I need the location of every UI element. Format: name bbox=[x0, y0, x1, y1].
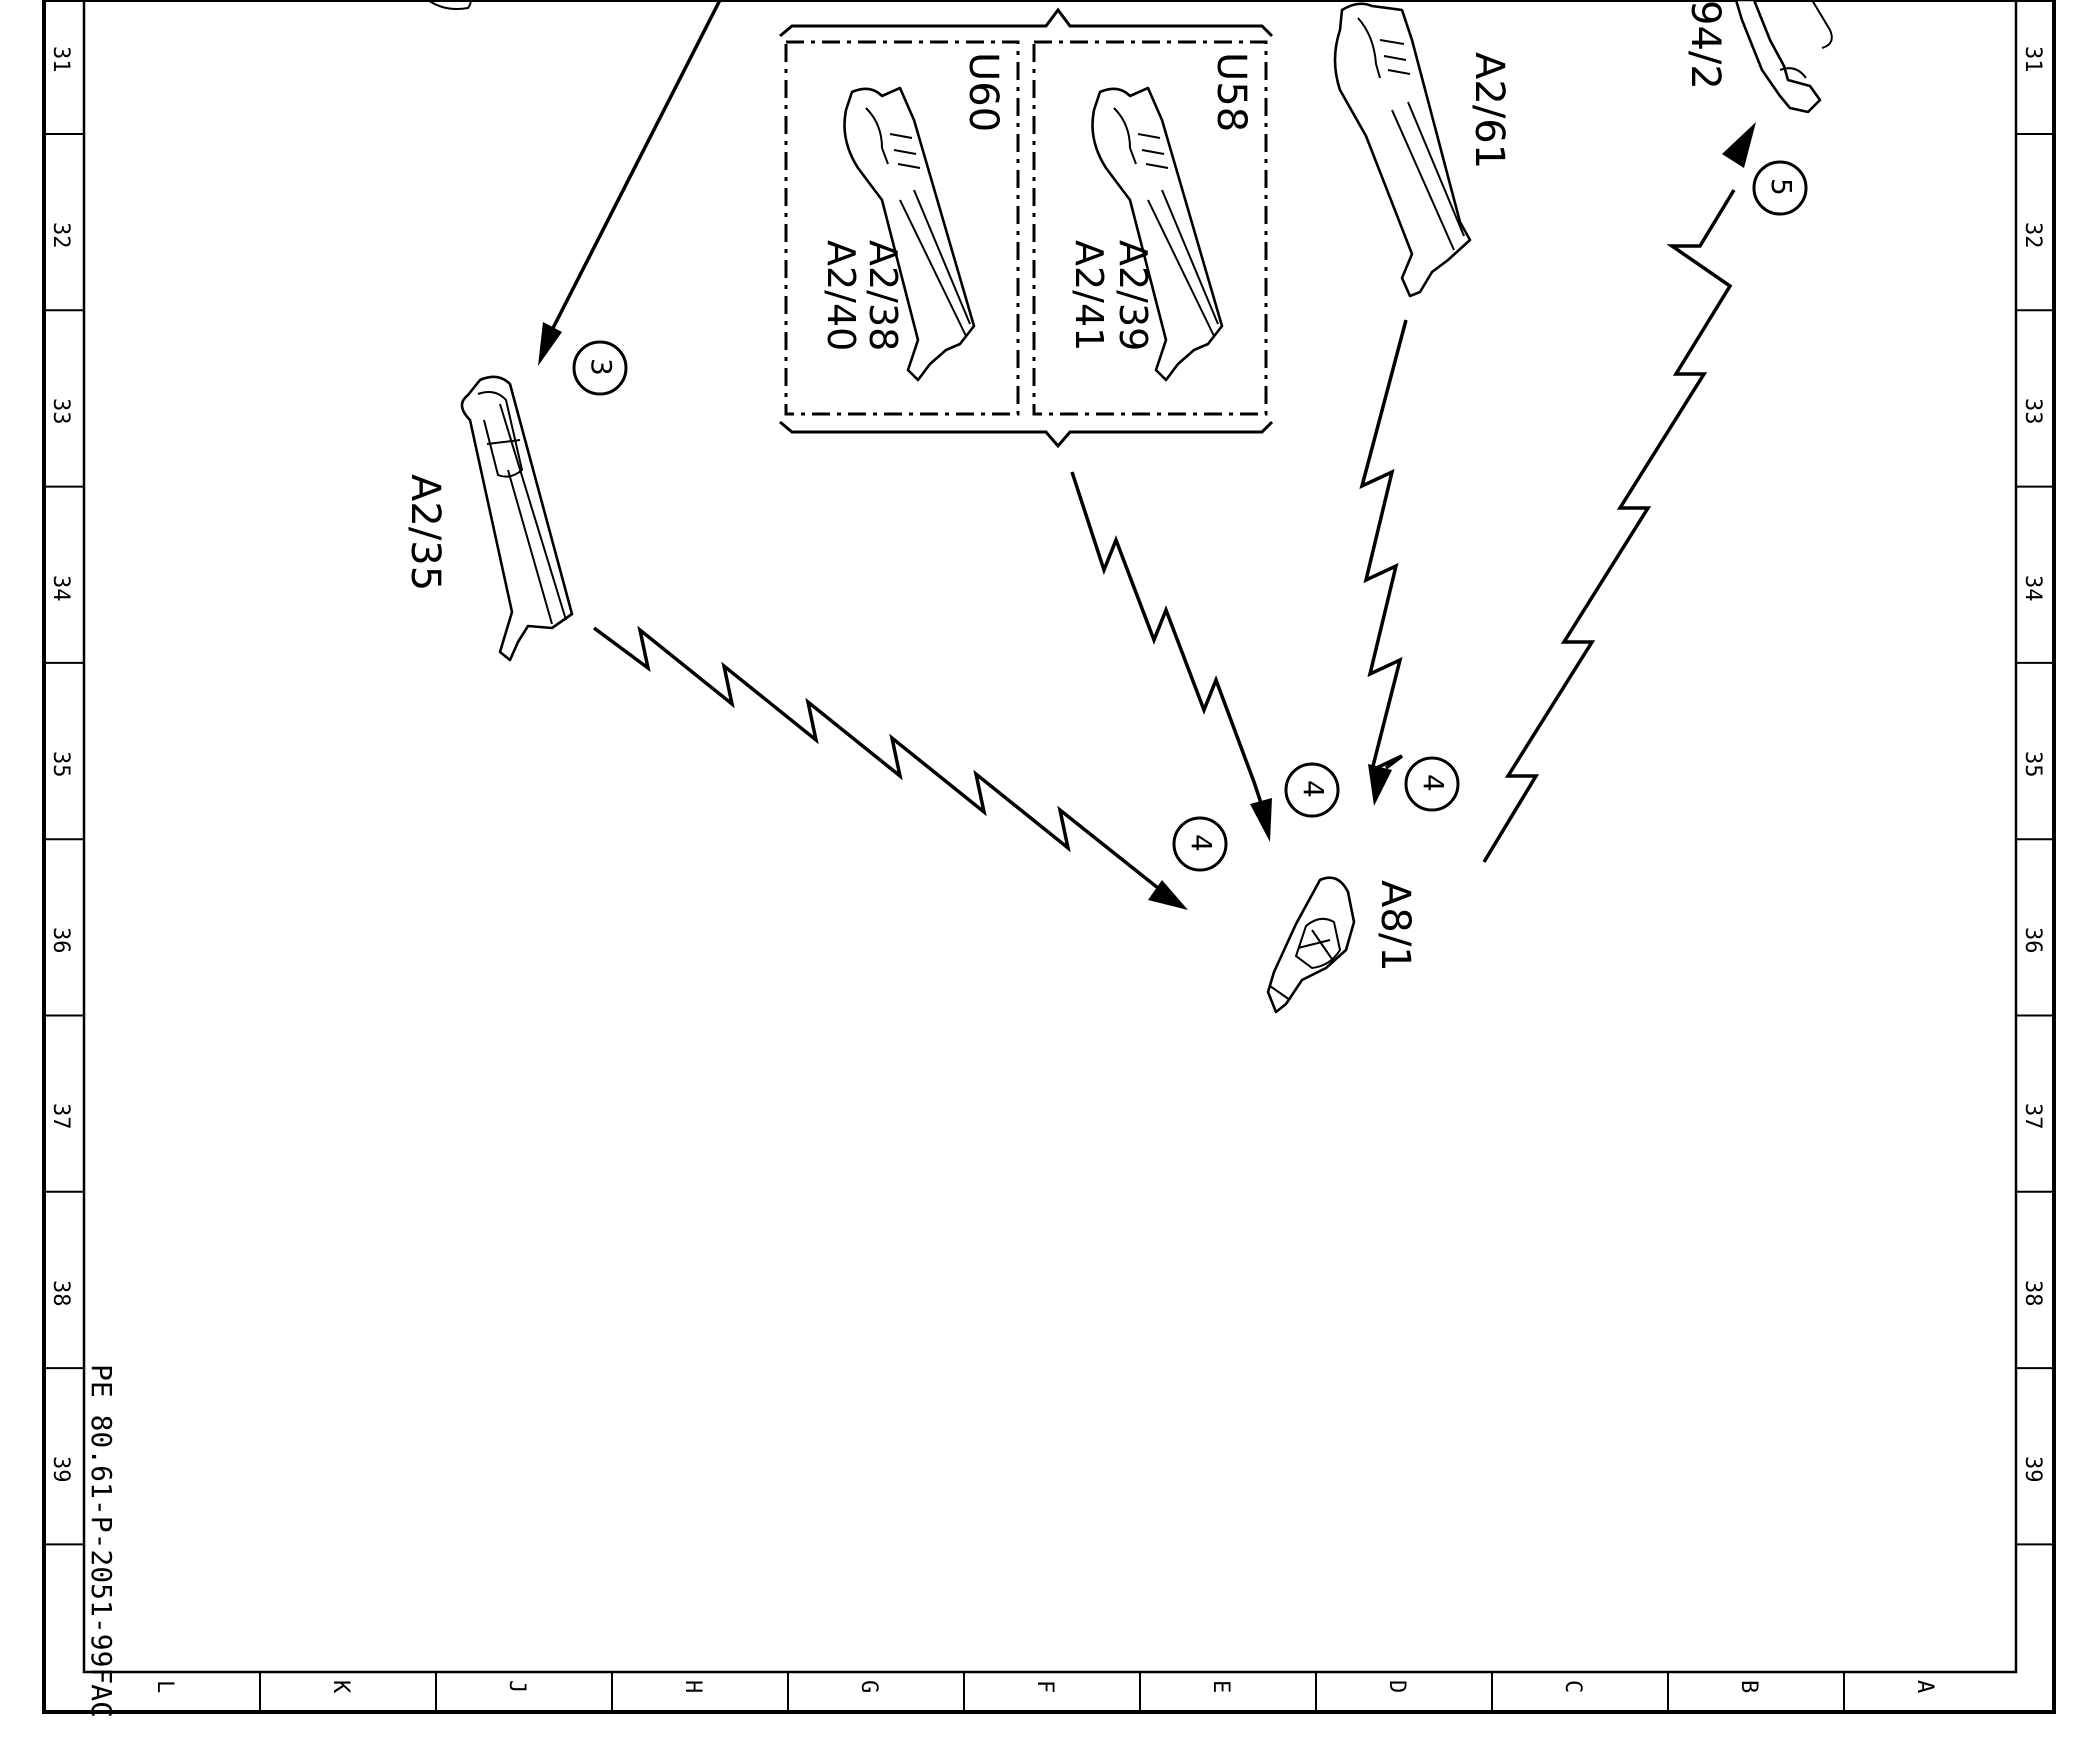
part-u60-drawing bbox=[843, 86, 976, 382]
zone-col-G: G bbox=[856, 1680, 881, 1693]
callout-5: 5 bbox=[1752, 160, 1808, 216]
zone-row-34-left: 34 bbox=[48, 575, 73, 602]
zone-row-35-left: 35 bbox=[48, 751, 73, 778]
part-a8-1-label: A8/1 bbox=[1372, 880, 1418, 972]
callout-4-middle: 4 bbox=[1284, 762, 1340, 818]
zone-col-E: E bbox=[1208, 1680, 1233, 1693]
zigzag-arrow-variants-to-a8-1 bbox=[1070, 471, 1272, 842]
variant-brace-bottom bbox=[779, 420, 1274, 449]
zone-row-34-right: 34 bbox=[2020, 575, 2045, 602]
variant-u60-line2: A2/40 bbox=[819, 240, 863, 351]
zone-col-H: H bbox=[680, 1680, 705, 1693]
outer-frame bbox=[42, 0, 2056, 1714]
inner-frame bbox=[82, 0, 2018, 1674]
zone-col-K: K bbox=[328, 1680, 353, 1694]
svg-text:4: 4 bbox=[1417, 774, 1450, 792]
zone-row-31-right: 31 bbox=[2020, 46, 2045, 73]
zone-row-38-left: 38 bbox=[48, 1280, 73, 1307]
zone-col-D: D bbox=[1384, 1680, 1409, 1693]
part-a2-35-drawing bbox=[460, 375, 574, 662]
partial-part-top-left bbox=[427, 0, 472, 10]
variant-box-u60 bbox=[784, 40, 1020, 416]
part-a2-61-label: A2/61 bbox=[1466, 52, 1512, 169]
zone-row-36-left: 36 bbox=[48, 927, 73, 954]
document-number: PE 80.61-P-2051-99FAC bbox=[85, 1364, 118, 1718]
variant-u60-line1: A2/38 bbox=[861, 240, 905, 351]
variant-brace-top bbox=[779, 7, 1274, 38]
variant-box-u58 bbox=[1032, 40, 1268, 416]
part-94-2-label: 94/2 bbox=[1682, 0, 1728, 90]
part-a8-1-drawing bbox=[1266, 876, 1356, 1014]
zone-row-31-left: 31 bbox=[48, 46, 73, 73]
part-94-2-drawing bbox=[1734, 0, 1833, 114]
zone-row-32-right: 32 bbox=[2020, 222, 2045, 249]
callout-4-right: 4 bbox=[1404, 756, 1460, 812]
svg-text:4: 4 bbox=[1185, 834, 1218, 852]
svg-text:5: 5 bbox=[1765, 178, 1798, 196]
zone-col-F: F bbox=[1032, 1680, 1057, 1693]
part-a2-61-drawing bbox=[1333, 2, 1472, 298]
row-zone-labels-right: 31 32 33 34 35 36 37 38 39 bbox=[2020, 46, 2045, 1483]
part-u58-drawing bbox=[1091, 86, 1224, 382]
svg-text:3: 3 bbox=[585, 358, 618, 376]
zone-row-39-left: 39 bbox=[48, 1456, 73, 1483]
zone-row-33-left: 33 bbox=[48, 398, 73, 425]
zone-row-36-right: 36 bbox=[2020, 927, 2045, 954]
zone-col-J: J bbox=[504, 1680, 529, 1693]
zone-col-C: C bbox=[1560, 1680, 1585, 1693]
row-zone-labels-left: 31 32 33 34 35 36 37 38 39 bbox=[48, 46, 73, 1483]
variant-u60-code: U60 bbox=[960, 52, 1006, 132]
zone-row-39-right: 39 bbox=[2020, 1456, 2045, 1483]
zone-row-32-left: 32 bbox=[48, 222, 73, 249]
part-a2-35-label: A2/35 bbox=[402, 474, 448, 591]
arrow-to-a2-35 bbox=[538, 0, 722, 366]
column-zone-labels: L K J H G F E D C B A bbox=[152, 1680, 1937, 1694]
zone-row-37-right: 37 bbox=[2020, 1103, 2045, 1130]
column-zone-dividers bbox=[259, 1672, 1845, 1712]
variant-u58-line1: A2/39 bbox=[1111, 240, 1155, 351]
zone-col-A: A bbox=[1912, 1680, 1937, 1693]
callout-4-left: 4 bbox=[1172, 816, 1228, 872]
zone-row-38-right: 38 bbox=[2020, 1280, 2045, 1307]
zigzag-arrow-a2-61-to-a8-1 bbox=[1359, 319, 1408, 806]
variant-u58-line2: A2/41 bbox=[1067, 240, 1111, 351]
zone-col-B: B bbox=[1736, 1680, 1761, 1693]
callout-3: 3 bbox=[572, 340, 628, 396]
row-zone-dividers bbox=[44, 133, 2054, 1546]
zone-col-L: L bbox=[152, 1680, 177, 1693]
zone-row-37-left: 37 bbox=[48, 1103, 73, 1130]
zigzag-arrow-a2-35-to-a8-1 bbox=[592, 625, 1188, 910]
svg-text:4: 4 bbox=[1297, 780, 1330, 798]
zone-row-33-right: 33 bbox=[2020, 398, 2045, 425]
zigzag-arrow-a8-1-to-94-2 bbox=[1482, 122, 1756, 863]
variant-u58-code: U58 bbox=[1208, 52, 1254, 132]
zone-row-35-right: 35 bbox=[2020, 751, 2045, 778]
